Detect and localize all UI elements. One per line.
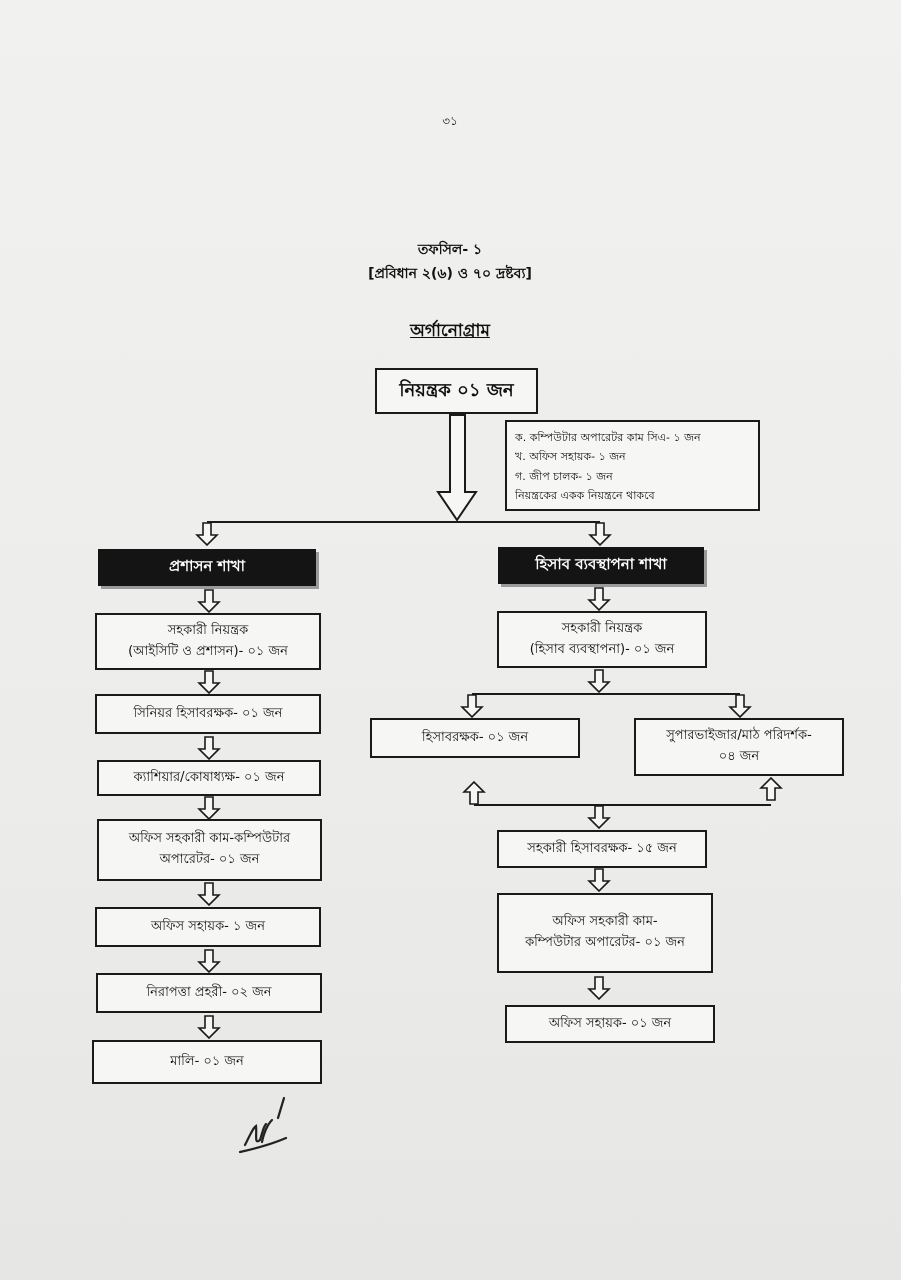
accounts-office-helper-box: অফিস সহায়ক- ০১ জন bbox=[505, 1005, 715, 1043]
page-number: ৩১ bbox=[442, 114, 458, 128]
organogram-title: অর্গানোগ্রাম bbox=[410, 321, 490, 341]
box-line: নিরাপত্তা প্রহরী- ০২ জন bbox=[146, 984, 272, 1000]
admin-office-assistant-computer-box: অফিস সহকারী কাম-কম্পিউটার অপারেটর- ০১ জন bbox=[97, 819, 322, 881]
senior-accountant-box: সিনিয়র হিসাবরক্ষক- ০১ জন bbox=[95, 694, 321, 734]
accounts-branch-heading-text: হিসাব ব্যবস্থাপনা শাখা bbox=[535, 555, 667, 573]
box-line: (হিসাব ব্যবস্থাপনা)- ০১ জন bbox=[529, 641, 675, 657]
admin-assistant-controller-box: সহকারী নিয়ন্ত্রক (আইসিটি ও প্রশাসন)- ০১… bbox=[95, 613, 321, 670]
note-line: ক. কম্পিউটার অপারেটর কাম সিএ- ১ জন bbox=[515, 431, 701, 444]
admin-branch-heading-text: প্রশাসন শাখা bbox=[169, 557, 245, 575]
note-line: খ. অফিস সহায়ক- ১ জন bbox=[515, 450, 626, 464]
admin-branch-heading: প্রশাসন শাখা bbox=[98, 549, 316, 586]
accounts-branch-heading: হিসাব ব্যবস্থাপনা শাখা bbox=[498, 547, 704, 584]
box-line: ক্যাশিয়ার/কোষাধ্যক্ষ- ০১ জন bbox=[133, 769, 285, 785]
signature bbox=[238, 1096, 288, 1154]
accounts-assistant-controller-box: সহকারী নিয়ন্ত্রক (হিসাব ব্যবস্থাপনা)- ০… bbox=[497, 611, 707, 668]
controller-label: নিয়ন্ত্রক ০১ জন bbox=[399, 379, 514, 401]
box-line: অফিস সহায়ক- ১ জন bbox=[151, 918, 265, 934]
box-line: অফিস সহায়ক- ০১ জন bbox=[548, 1015, 672, 1031]
note-line: নিয়ন্ত্রকের একক নিয়ন্ত্রনে থাকবে bbox=[515, 488, 655, 502]
box-line: অফিস সহকারী কাম- bbox=[552, 914, 658, 930]
box-line: (আইসিটি ও প্রশাসন)- ০১ জন bbox=[128, 643, 288, 659]
security-guard-box: নিরাপত্তা প্রহরী- ০২ জন bbox=[96, 973, 322, 1013]
controller-box: নিয়ন্ত্রক ০১ জন bbox=[375, 368, 538, 414]
box-line: সিনিয়র হিসাবরক্ষক- ০১ জন bbox=[133, 705, 283, 721]
box-line: মালি- ০১ জন bbox=[170, 1053, 244, 1069]
cashier-box: ক্যাশিয়ার/কোষাধ্যক্ষ- ০১ জন bbox=[97, 760, 321, 796]
box-line: ০৪ জন bbox=[718, 749, 760, 764]
box-line: হিসাবরক্ষক- ০১ জন bbox=[421, 729, 529, 745]
accounts-office-assistant-computer-box: অফিস সহকারী কাম- কম্পিউটার অপারেটর- ০১ জ… bbox=[497, 893, 713, 973]
box-line: সহকারী নিয়ন্ত্রক bbox=[167, 622, 249, 638]
box-line: অপারেটর- ০১ জন bbox=[159, 852, 260, 867]
controller-direct-staff-note: ক. কম্পিউটার অপারেটর কাম সিএ- ১ জন খ. অফ… bbox=[505, 420, 760, 511]
main-down-arrow bbox=[436, 414, 478, 522]
box-line: সুপারভাইজার/মাঠ পরিদর্শক- bbox=[666, 728, 812, 744]
box-line: অফিস সহকারী কাম-কম্পিউটার bbox=[128, 831, 291, 847]
assistant-accountant-box: সহকারী হিসাবরক্ষক- ১৫ জন bbox=[497, 830, 707, 868]
supervisor-box: সুপারভাইজার/মাঠ পরিদর্শক- ০৪ জন bbox=[634, 718, 844, 776]
rule-reference: [প্রবিধান ২(৬) ও ৭০ দ্রষ্টব্য] bbox=[368, 266, 532, 282]
schedule-label: তফসিল- ১ bbox=[417, 242, 483, 258]
box-line: সহকারী হিসাবরক্ষক- ১৫ জন bbox=[527, 840, 677, 856]
accountant-box: হিসাবরক্ষক- ০১ জন bbox=[370, 718, 580, 758]
box-line: সহকারী নিয়ন্ত্রক bbox=[561, 620, 643, 636]
admin-office-helper-box: অফিস সহায়ক- ১ জন bbox=[95, 907, 321, 947]
box-line: কম্পিউটার অপারেটর- ০১ জন bbox=[525, 935, 685, 950]
note-line: গ. জীপ চালক- ১ জন bbox=[515, 469, 613, 483]
gardener-box: মালি- ০১ জন bbox=[92, 1040, 322, 1084]
